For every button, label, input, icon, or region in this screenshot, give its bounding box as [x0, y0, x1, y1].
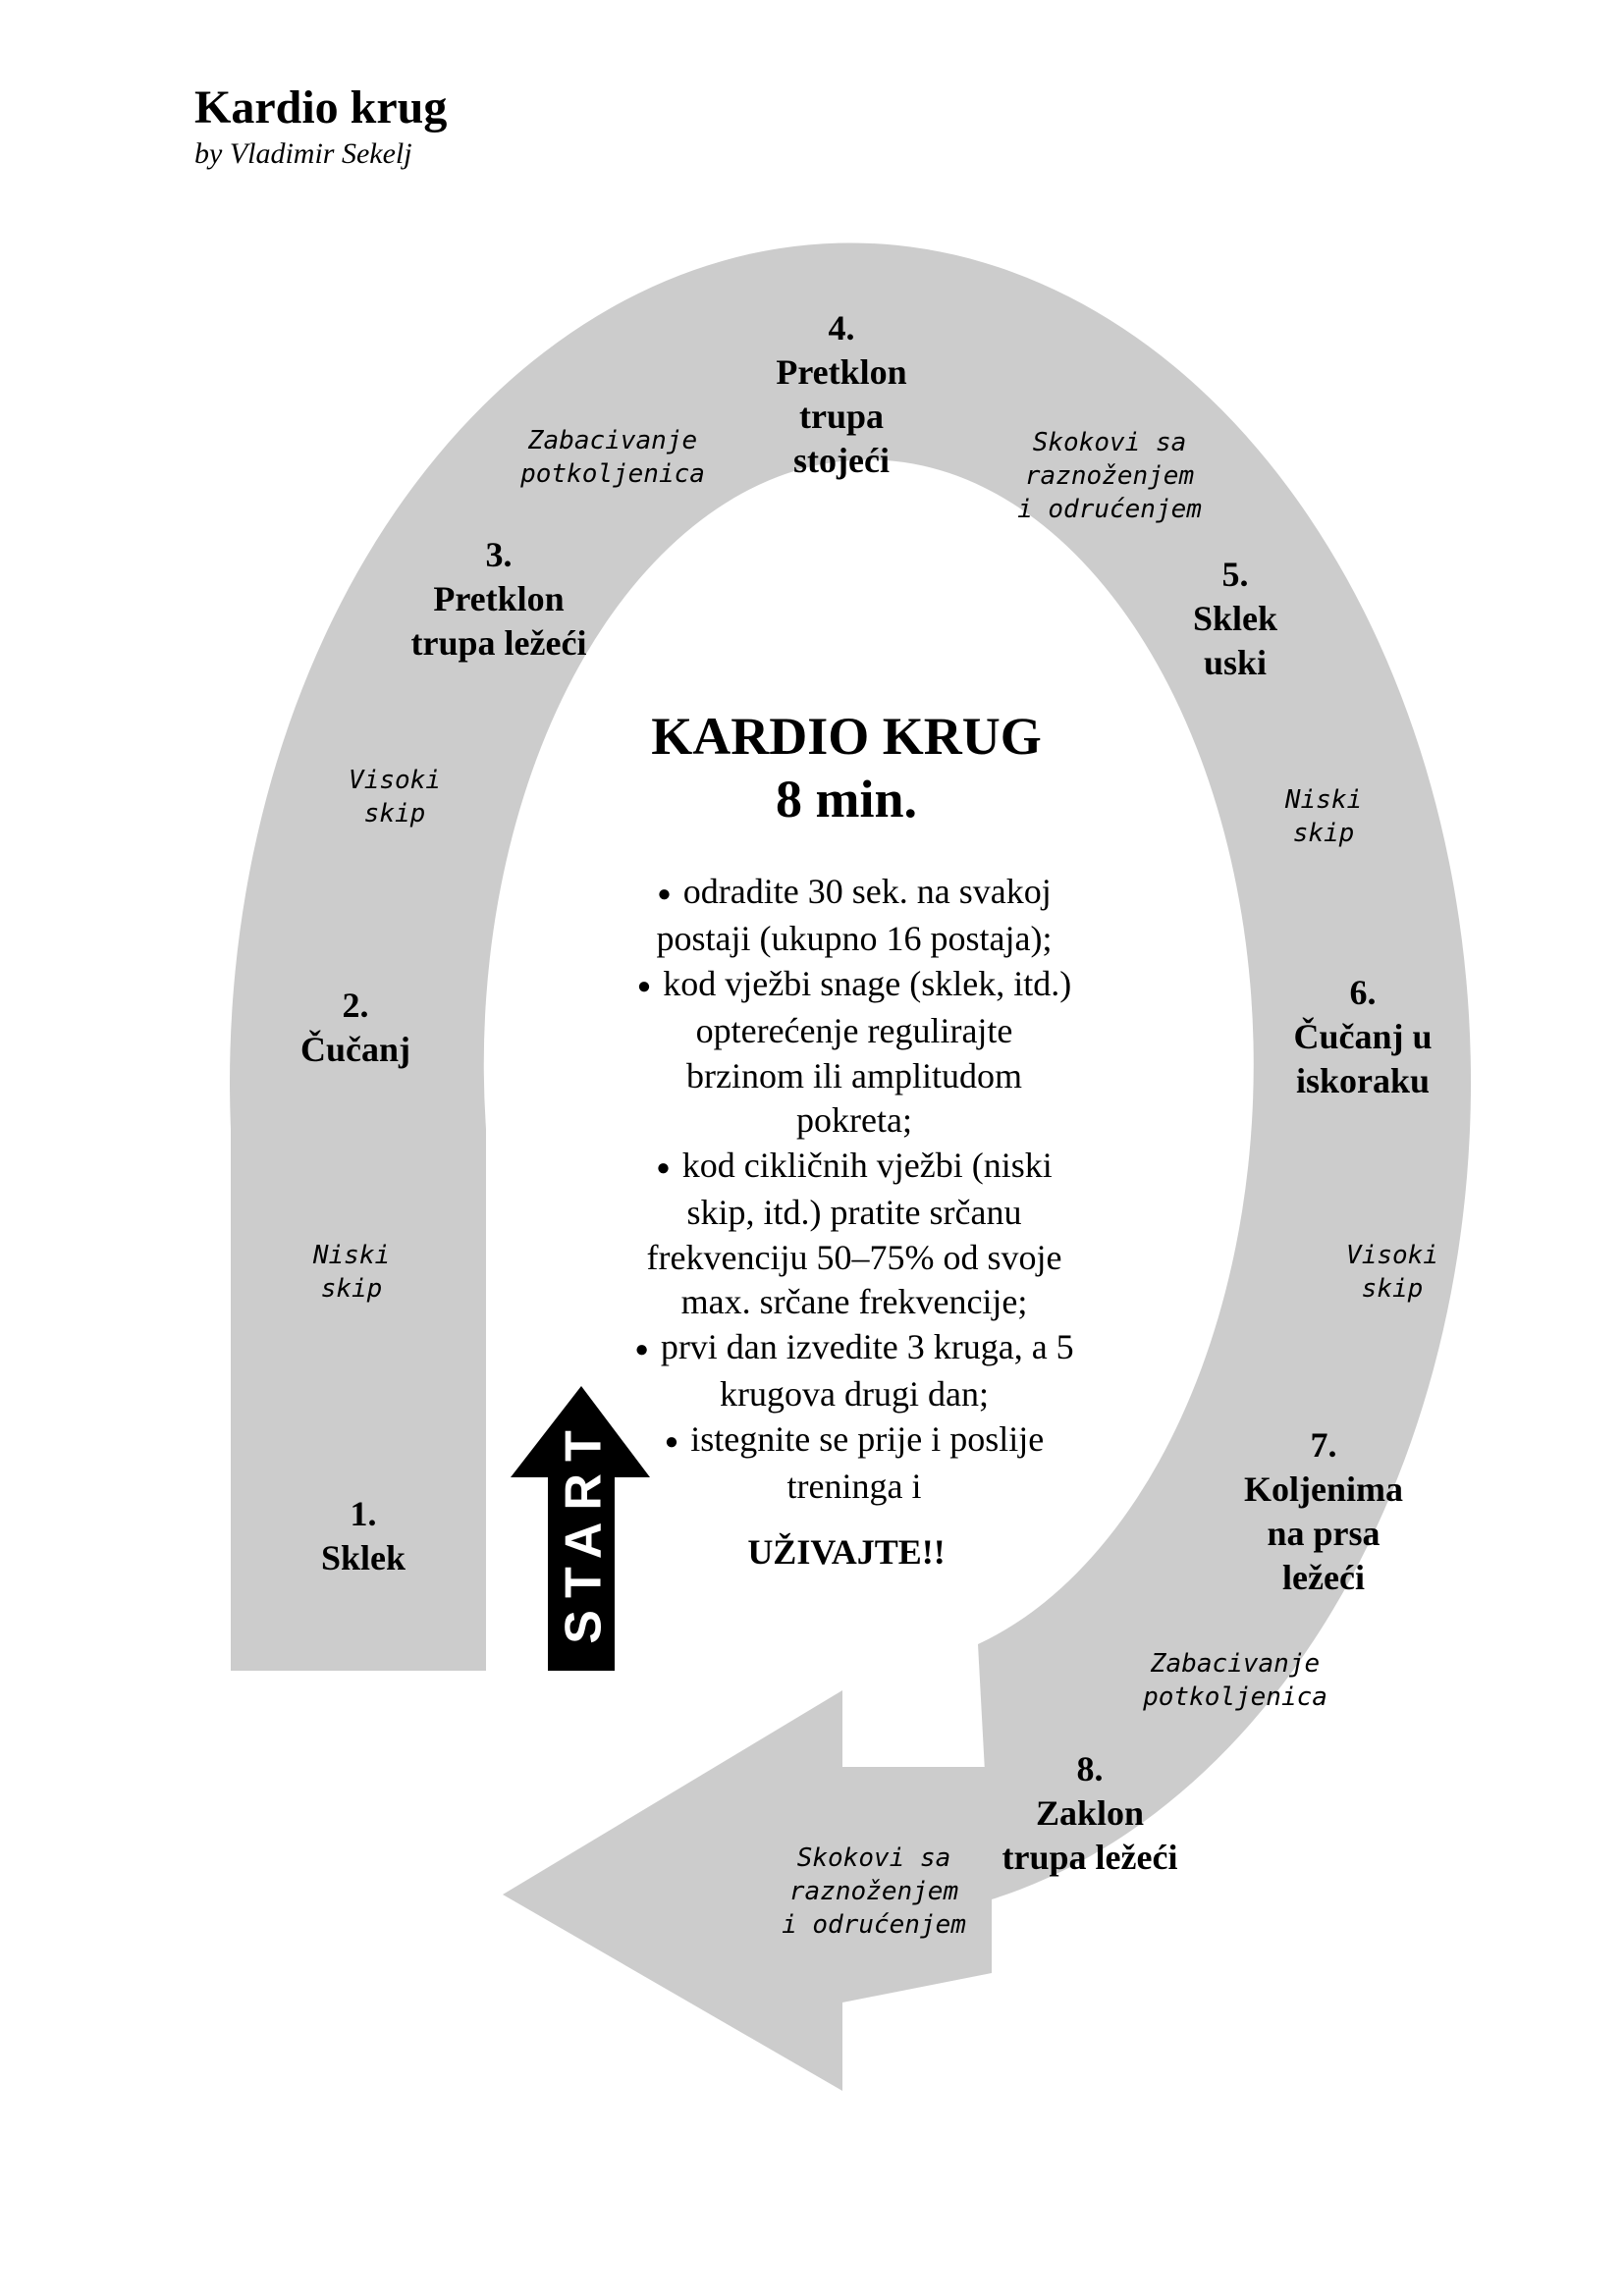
instruction-line: ●istegnite se prije i poslije [664, 1418, 1045, 1459]
station-name-line: ležeći [1282, 1558, 1365, 1597]
center-title: KARDIO KRUG 8 min. [651, 707, 1042, 828]
station-number: 3. [485, 535, 513, 574]
transition-5: Niski skip [1284, 785, 1363, 848]
instruction-line: max. srčane frekvencije; [680, 1282, 1028, 1322]
instruction-list: ●odradite 30 sek. na svakoj postaji (uku… [609, 870, 1100, 1510]
station-name-line: iskoraku [1295, 1061, 1431, 1100]
station-name-line: Pretklon [433, 579, 565, 618]
station-number: 7. [1310, 1425, 1337, 1465]
instruction-line: pokreta; [796, 1100, 912, 1141]
transition-1: Niski skip [312, 1241, 391, 1304]
start-arrow [511, 1386, 650, 1671]
station-name-line: na prsa [1267, 1514, 1380, 1553]
station-name-line: Sklek [1192, 599, 1278, 638]
instruction-line: ●odradite 30 sek. na svakoj [657, 872, 1052, 911]
instruction-line: opterećenje regulirajte [695, 1011, 1013, 1051]
circuit-start-column [231, 1129, 486, 1671]
station-5: 5. Sklek uski [1193, 553, 1277, 685]
instruction-line: krugova drugi dan; [720, 1374, 989, 1415]
station-number: 1. [350, 1494, 377, 1533]
station-name-line: Zaklon [1035, 1793, 1145, 1833]
transition-6: Visoki skip [1346, 1241, 1438, 1304]
circuit-band [230, 242, 1472, 1899]
document-title: Kardio krug [194, 81, 448, 133]
transition-2: Visoki skip [349, 766, 441, 828]
station-1: 1. Sklek [321, 1492, 406, 1580]
instruction-line: treninga i [786, 1467, 922, 1507]
station-name-line: Čučanj u [1293, 1017, 1433, 1056]
instruction-item: ●odradite 30 sek. na svakoj postaji (uku… [609, 870, 1100, 962]
station-name-line: Koljenima [1244, 1469, 1403, 1509]
document-author: by Vladimir Sekelj [194, 137, 412, 170]
instruction-item: ●kod cikličnih vježbi (niski skip, itd.)… [609, 1144, 1100, 1325]
instruction-item: ●istegnite se prije i poslije treninga i [609, 1417, 1100, 1510]
instruction-line: skip, itd.) pratite srčanu [686, 1193, 1022, 1233]
instruction-item: ●prvi dan izvedite 3 kruga, a 5 krugova … [609, 1325, 1100, 1417]
bullet-icon: ● [636, 973, 652, 999]
bullet-icon: ● [664, 1428, 679, 1455]
instruction-line: ●kod vježbi snage (sklek, itd.) [636, 963, 1072, 1003]
station-number: 5. [1221, 555, 1249, 594]
instruction-line: postaji (ukupno 16 postaja); [656, 919, 1053, 959]
station-name-line: Pretklon [776, 352, 907, 392]
station-name-line: trupa [798, 397, 884, 436]
station-3: 3. Pretklon trupa ležeći [411, 533, 587, 666]
station-8: 8. Zaklon trupa ležeći [1002, 1747, 1178, 1880]
transition-4: Skokovi sa raznoženjem i odrućenjem [1017, 428, 1202, 524]
station-name-line: trupa ležeći [1001, 1838, 1178, 1877]
instruction-line: frekvenciju 50–75% od svoje [646, 1237, 1062, 1277]
station-name-line: Čučanj [299, 1030, 411, 1069]
instruction-item: ●kod vježbi snage (sklek, itd.) optereće… [609, 962, 1100, 1144]
transition-8: Skokovi sa raznoženjem i odrućenjem [782, 1843, 966, 1940]
transition-3: Zabacivanje potkoljenica [520, 426, 705, 489]
station-number: 2. [342, 986, 369, 1025]
station-2: 2. Čučanj [300, 984, 410, 1072]
station-number: 6. [1349, 973, 1377, 1012]
station-6: 6. Čučanj u iskoraku [1293, 971, 1432, 1103]
station-name-line: Sklek [320, 1538, 406, 1577]
station-7: 7. Koljenima na prsa ležeći [1244, 1423, 1403, 1600]
bullet-icon: ● [656, 1154, 671, 1181]
station-number: 4. [828, 308, 855, 347]
station-name-line: uski [1203, 643, 1268, 682]
closing-text: UŽIVAJTE!! [747, 1532, 946, 1572]
instruction-line: brzinom ili amplitudom [686, 1055, 1022, 1095]
bullet-icon: ● [634, 1336, 649, 1362]
bullet-icon: ● [657, 881, 672, 907]
transition-7: Zabacivanje potkoljenica [1143, 1649, 1327, 1712]
station-name-line: trupa ležeći [410, 623, 587, 663]
instruction-line: ●prvi dan izvedite 3 kruga, a 5 [634, 1326, 1074, 1366]
circuit-end-arrowhead [503, 1690, 992, 2091]
station-4: 4. Pretklon trupa stojeći [776, 306, 906, 483]
station-number: 8. [1076, 1749, 1104, 1789]
station-name-line: stojeći [793, 441, 890, 480]
instruction-line: ●kod cikličnih vježbi (niski [656, 1145, 1053, 1185]
